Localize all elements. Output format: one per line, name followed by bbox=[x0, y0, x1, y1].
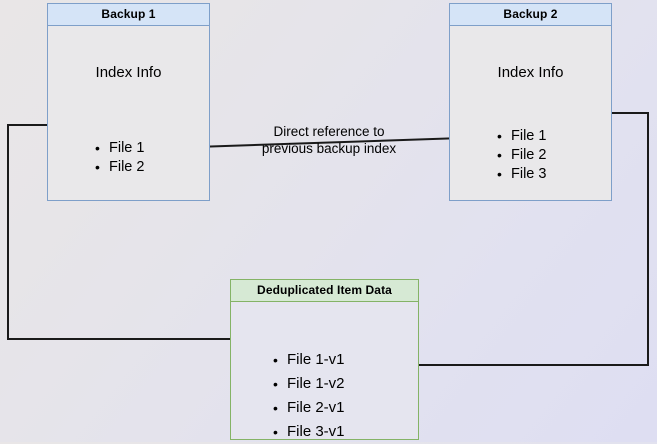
node-backup-2-body: Index Info File 1 File 2 File 3 bbox=[450, 26, 611, 200]
list-item: File 1-v1 bbox=[273, 348, 345, 372]
list-item: File 1-v2 bbox=[273, 372, 345, 396]
node-backup-1-header: Backup 1 bbox=[48, 4, 209, 26]
node-dedup-body: File 1-v1 File 1-v2 File 2-v1 File 3-v1 bbox=[231, 302, 418, 444]
node-backup-2-header: Backup 2 bbox=[450, 4, 611, 26]
node-deduplicated-item-data[interactable]: Deduplicated Item Data File 1-v1 File 1-… bbox=[230, 279, 419, 444]
backup-1-file-list: File 1 File 2 bbox=[95, 139, 144, 177]
list-item: File 3-v1 bbox=[273, 420, 345, 444]
list-item: File 3 bbox=[497, 165, 546, 184]
node-backup-1-body: Index Info File 1 File 2 bbox=[48, 26, 209, 200]
backup-2-index-info-label: Index Info bbox=[497, 64, 564, 81]
node-backup-2[interactable]: Backup 2 Index Info File 1 File 2 File 3 bbox=[449, 3, 612, 201]
list-item: File 1 bbox=[95, 139, 144, 158]
node-dedup-header: Deduplicated Item Data bbox=[231, 280, 418, 302]
list-item: File 2 bbox=[497, 146, 546, 165]
node-backup-1[interactable]: Backup 1 Index Info File 1 File 2 bbox=[47, 3, 210, 201]
backup-2-file-list: File 1 File 2 File 3 bbox=[497, 127, 546, 184]
backup-1-index-info-label: Index Info bbox=[95, 64, 162, 81]
dedup-item-list: File 1-v1 File 1-v2 File 2-v1 File 3-v1 bbox=[273, 348, 345, 444]
list-item: File 1 bbox=[497, 127, 546, 146]
edge-label-direct-reference: Direct reference to previous backup inde… bbox=[261, 124, 397, 156]
list-item: File 2 bbox=[95, 158, 144, 177]
list-item: File 2-v1 bbox=[273, 396, 345, 420]
